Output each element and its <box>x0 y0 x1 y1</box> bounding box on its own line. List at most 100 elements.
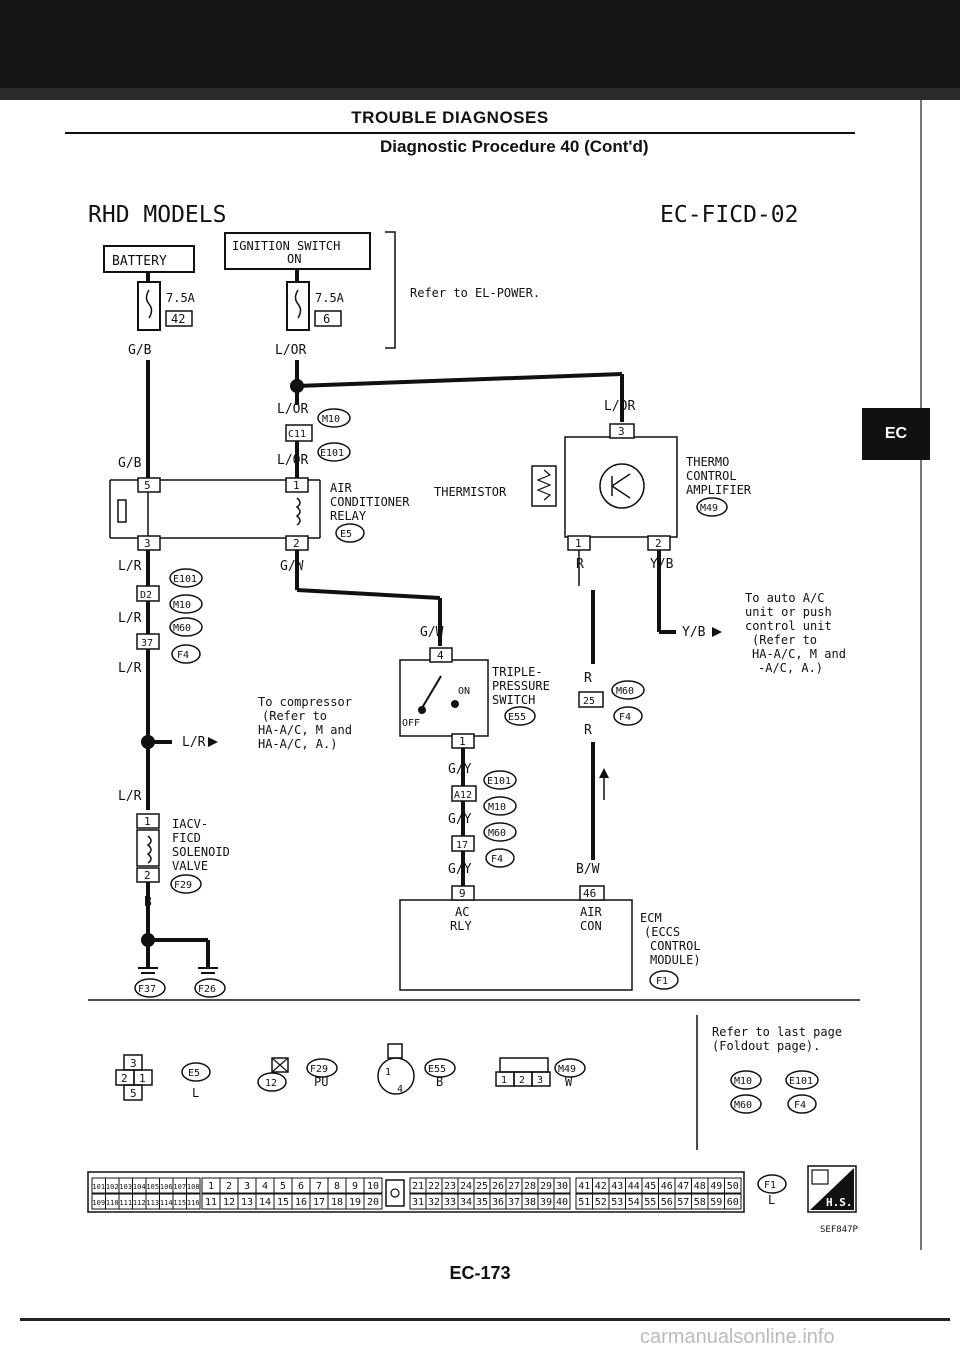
ecm-pin-label: 24 <box>460 1181 472 1192</box>
svg-text:3: 3 <box>144 537 151 550</box>
section-tab-ec[interactable]: EC <box>862 408 930 460</box>
svg-text:B/W: B/W <box>576 862 600 877</box>
svg-text:46: 46 <box>583 887 596 900</box>
ecm-pin-label: 42 <box>595 1181 607 1192</box>
scan-top-band <box>0 0 960 95</box>
svg-text:1: 1 <box>459 735 466 748</box>
ecm-pin-label: 38 <box>524 1197 536 1208</box>
ecm-pin-label: 44 <box>628 1181 640 1192</box>
model-label: RHD MODELS <box>88 202 226 228</box>
ecm-pin-label: 28 <box>524 1181 536 1192</box>
page-title: TROUBLE DIAGNOSES <box>351 108 549 127</box>
svg-text:R: R <box>584 723 592 738</box>
watermark: carmanualsonline.info <box>640 1326 835 1348</box>
svg-text:F4: F4 <box>177 650 189 661</box>
svg-text:F26: F26 <box>198 984 216 995</box>
svg-text:G/B: G/B <box>118 456 142 471</box>
svg-text:IACV-: IACV- <box>172 817 208 831</box>
connector-e55: 1 4 E55 B <box>377 1043 456 1095</box>
ecm-pin-cell <box>724 1193 742 1210</box>
svg-text:A12: A12 <box>454 790 472 801</box>
ecm-pin-label: 32 <box>428 1197 440 1208</box>
thermistor-label: THERMISTOR <box>434 485 507 499</box>
ecm-pin-label: 55 <box>644 1197 656 1208</box>
svg-text:M60: M60 <box>616 686 634 697</box>
ecm-pin-cell <box>186 1193 201 1210</box>
ecm-pin-cell <box>553 1177 571 1194</box>
ecm-box <box>399 899 633 991</box>
ecm-pin-label: 13 <box>241 1197 253 1208</box>
ecm-pin-label: 35 <box>476 1197 488 1208</box>
svg-text:L: L <box>192 1086 199 1100</box>
ecm-pin-label: 108 <box>187 1183 200 1191</box>
ecm-pin-label: 48 <box>694 1181 706 1192</box>
svg-text:VALVE: VALVE <box>172 859 208 873</box>
svg-text:To compressor: To compressor <box>258 695 352 709</box>
svg-text:MODULE): MODULE) <box>650 953 701 967</box>
svg-text:ON: ON <box>458 686 470 697</box>
svg-text:unit or push: unit or push <box>745 605 832 619</box>
iacv-solenoid <box>136 829 160 867</box>
svg-text:F29: F29 <box>310 1064 328 1075</box>
svg-text:L/R: L/R <box>182 735 206 750</box>
ecm-pin-label: 5 <box>280 1181 286 1192</box>
svg-text:R: R <box>584 671 592 686</box>
ecm-pin-label: 19 <box>349 1197 361 1208</box>
ecm-pin-cell <box>724 1177 742 1194</box>
ecm-pin-label: 52 <box>595 1197 607 1208</box>
ecm-pin-label: 39 <box>540 1197 552 1208</box>
svg-text:AC: AC <box>455 905 469 919</box>
svg-text:ON: ON <box>287 252 301 266</box>
svg-text:E101: E101 <box>789 1076 813 1087</box>
ecm-pin-label: 4 <box>262 1181 268 1192</box>
svg-text:W: W <box>565 1075 573 1089</box>
svg-text:(Refer to: (Refer to <box>262 709 327 723</box>
ecm-pin-label: 116 <box>187 1199 200 1207</box>
svg-text:THERMO: THERMO <box>686 455 729 469</box>
ecm-pin-label: 27 <box>508 1181 520 1192</box>
ecm-pin-label: 45 <box>644 1181 656 1192</box>
ignition-switch-label: IGNITION SWITCH <box>232 239 340 253</box>
svg-text:E55: E55 <box>508 712 526 723</box>
svg-text:B: B <box>436 1075 443 1089</box>
svg-text:1: 1 <box>575 537 582 550</box>
svg-text:2: 2 <box>519 1075 525 1086</box>
svg-text:L/R: L/R <box>118 661 142 676</box>
svg-text:F1: F1 <box>764 1180 776 1191</box>
refer-power-note: Refer to EL-POWER. <box>410 286 540 300</box>
svg-text:To auto A/C: To auto A/C <box>745 591 824 605</box>
ecm-pin-label: 6 <box>298 1181 304 1192</box>
ecm-pin-label: 21 <box>412 1181 424 1192</box>
ecm-pin-label: 29 <box>540 1181 552 1192</box>
svg-text:SEF847P: SEF847P <box>820 1225 859 1235</box>
svg-text:G/Y: G/Y <box>448 862 472 877</box>
connector-f29: 12 F29 PU <box>257 1057 338 1092</box>
svg-text:B: B <box>144 895 152 910</box>
svg-text:RLY: RLY <box>450 919 472 933</box>
svg-text:1: 1 <box>501 1075 507 1086</box>
ecm-pin-label: 37 <box>508 1197 520 1208</box>
svg-text:CONTROL: CONTROL <box>650 939 701 953</box>
svg-text:FICD: FICD <box>172 831 201 845</box>
svg-text:M49: M49 <box>700 503 718 514</box>
svg-text:AMPLIFIER: AMPLIFIER <box>686 483 752 497</box>
ecm-pin-label: 36 <box>492 1197 504 1208</box>
ecm-pin-label: 11 <box>205 1197 217 1208</box>
svg-text:Y/B: Y/B <box>682 625 706 640</box>
svg-text:AIR: AIR <box>580 905 602 919</box>
svg-text:7.5A: 7.5A <box>315 291 345 305</box>
svg-text:L/OR: L/OR <box>277 453 308 468</box>
svg-text:OFF: OFF <box>402 718 420 729</box>
svg-text:G/W: G/W <box>280 559 304 574</box>
svg-text:L/R: L/R <box>118 611 142 626</box>
svg-text:M10: M10 <box>734 1076 752 1087</box>
svg-text:12: 12 <box>265 1078 277 1089</box>
ecm-pin-label: 59 <box>710 1197 722 1208</box>
svg-text:1: 1 <box>144 815 151 828</box>
fuse-6 <box>286 281 310 331</box>
svg-text:H.S.: H.S. <box>826 1196 853 1209</box>
svg-text:7.5A: 7.5A <box>166 291 196 305</box>
svg-text:3: 3 <box>618 425 625 438</box>
